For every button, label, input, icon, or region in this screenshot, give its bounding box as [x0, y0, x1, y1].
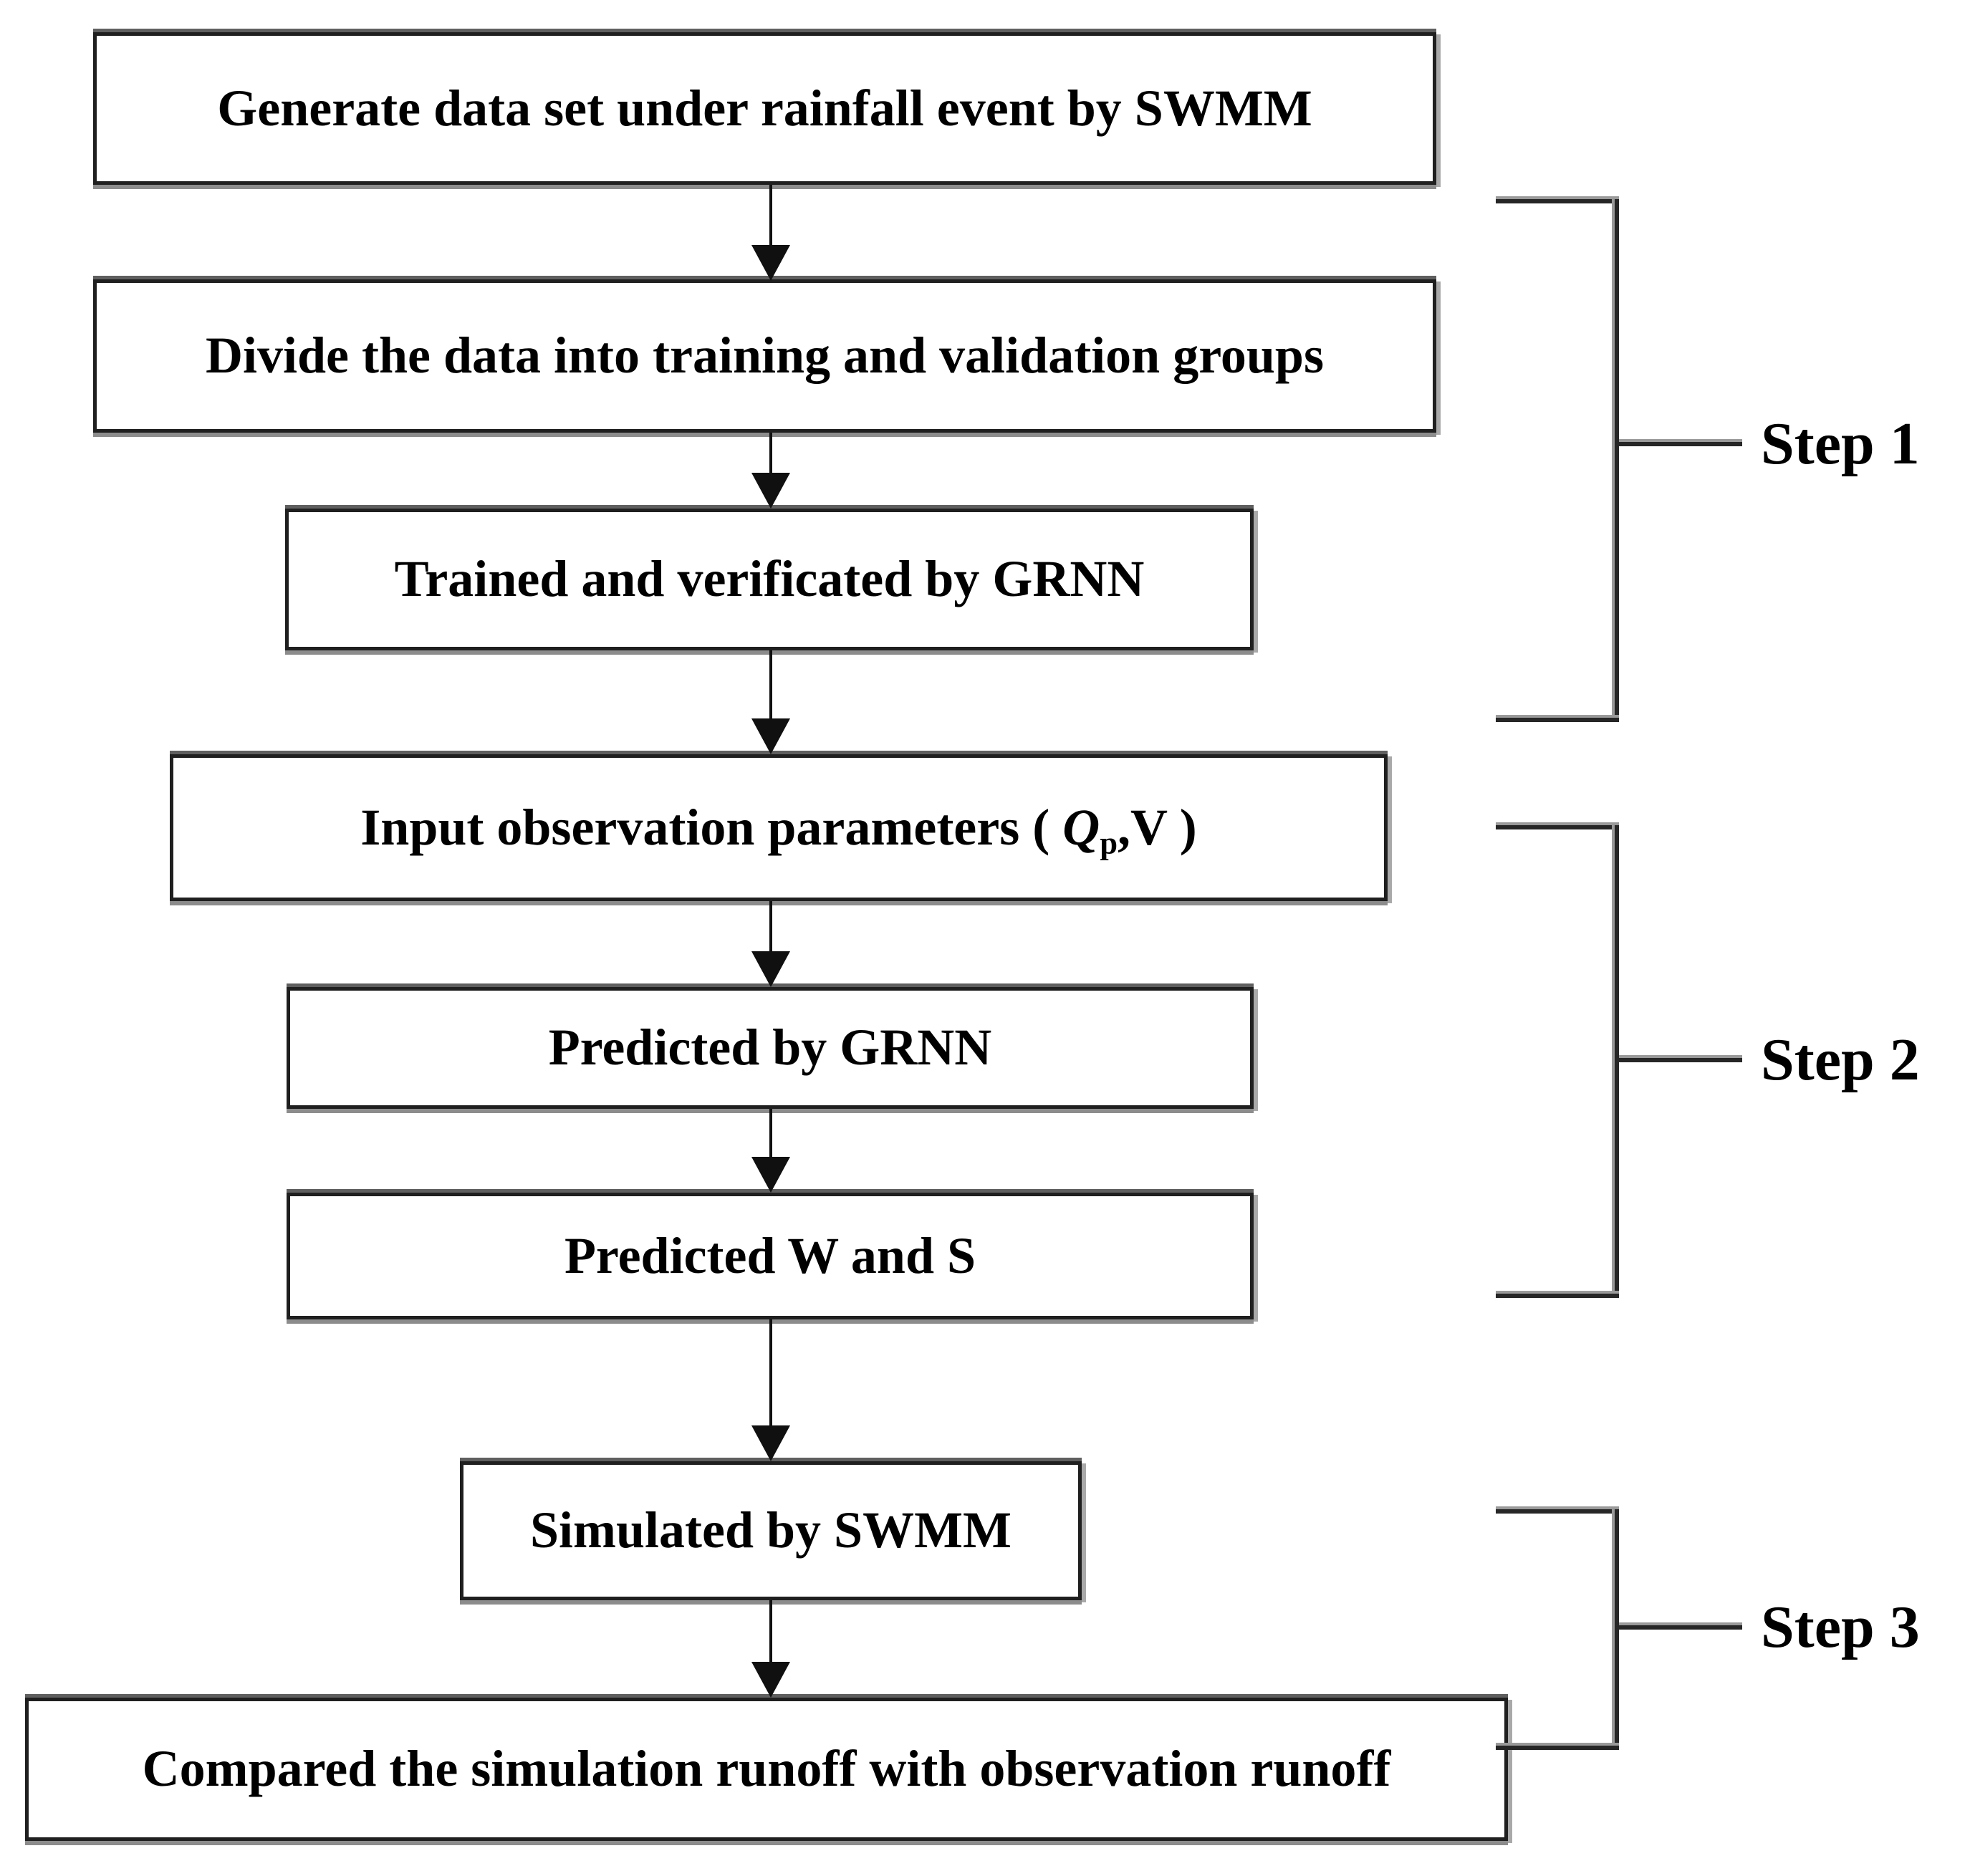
bracket-vertical-line	[1615, 1509, 1619, 1750]
input-parameters-prefix: Input observation parameters (	[360, 798, 1063, 856]
bracket-top-line	[1496, 825, 1619, 829]
arrow-down-icon	[751, 1157, 790, 1193]
flow-box-predicted-by-grnn: Predicted by GRNN	[287, 987, 1254, 1109]
step-1-label: Step 1	[1761, 410, 1920, 477]
flow-box-predicted-w-s-label: Predicted W and S	[564, 1226, 976, 1284]
arrow-down-icon	[751, 473, 790, 509]
flow-box-train-verify-grnn: Trained and verificated by GRNN	[285, 509, 1254, 650]
flow-box-divide-data: Divide the data into training and valida…	[93, 279, 1436, 433]
math-symbol-v: V	[1130, 798, 1167, 856]
arrow-down-icon	[751, 245, 790, 281]
bracket-vertical-line	[1615, 825, 1619, 1298]
flow-box-compare-runoff: Compared the simulation runoff with obse…	[25, 1698, 1508, 1841]
bracket-tick-line	[1619, 1058, 1742, 1062]
arrow-down-icon	[751, 1662, 790, 1698]
flow-box-simulated-swmm-label: Simulated by SWMM	[529, 1501, 1012, 1559]
arrow-line	[769, 1600, 772, 1662]
flow-box-generate-data-label: Generate data set under rainfall event b…	[217, 79, 1312, 137]
flow-box-input-parameters-label: Input observation parameters ( Qp,V )	[360, 798, 1197, 858]
step-2-label: Step 2	[1761, 1026, 1920, 1093]
math-symbol-q: Q	[1062, 798, 1100, 856]
bracket-tick-line	[1619, 1625, 1742, 1630]
arrow-down-icon	[751, 1425, 790, 1461]
arrow-line	[769, 433, 772, 476]
flow-box-generate-data: Generate data set under rainfall event b…	[93, 32, 1436, 185]
arrow-line	[769, 185, 772, 248]
arrow-down-icon	[751, 718, 790, 754]
bracket-top-line	[1496, 199, 1619, 203]
flow-box-train-verify-grnn-label: Trained and verificated by GRNN	[394, 550, 1145, 608]
bracket-tick-line	[1619, 442, 1742, 446]
flow-box-divide-data-label: Divide the data into training and valida…	[206, 327, 1324, 385]
bracket-top-line	[1496, 1509, 1619, 1514]
flow-box-simulated-swmm: Simulated by SWMM	[460, 1461, 1082, 1600]
arrow-down-icon	[751, 951, 790, 987]
math-comma: ,	[1118, 798, 1131, 856]
arrow-line	[769, 1109, 772, 1158]
step-3-label: Step 3	[1761, 1594, 1920, 1660]
arrow-line	[769, 650, 772, 720]
flow-box-compare-runoff-label: Compared the simulation runoff with obse…	[142, 1740, 1391, 1798]
flow-box-predicted-by-grnn-label: Predicted by GRNN	[548, 1019, 992, 1077]
arrow-line	[769, 901, 772, 953]
input-parameters-suffix: )	[1166, 798, 1197, 856]
bracket-bottom-line	[1496, 1746, 1619, 1750]
flow-box-input-parameters: Input observation parameters ( Qp,V )	[170, 754, 1388, 901]
bracket-vertical-line	[1615, 199, 1619, 722]
math-subscript-p: p	[1100, 824, 1118, 861]
arrow-line	[769, 1319, 772, 1425]
bracket-bottom-line	[1496, 718, 1619, 722]
bracket-bottom-line	[1496, 1294, 1619, 1298]
flow-box-predicted-w-s: Predicted W and S	[287, 1193, 1254, 1319]
